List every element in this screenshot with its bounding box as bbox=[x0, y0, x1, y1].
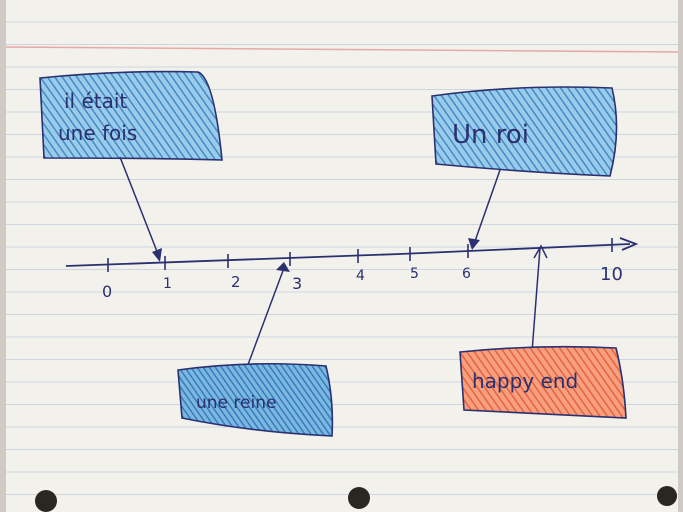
box-fill-blue bbox=[177, 362, 334, 437]
tick-label-10: 10 bbox=[600, 264, 623, 285]
box-happy-end: happy end bbox=[459, 345, 627, 419]
arrow-to-1 bbox=[119, 156, 159, 255]
tick-label-2: 2 bbox=[231, 273, 241, 291]
box-il-etait-une-fois: il était une fois bbox=[39, 70, 223, 161]
box-text: une reine bbox=[196, 393, 276, 413]
box-fill-blue bbox=[431, 86, 618, 177]
box-text-line2: une fois bbox=[58, 121, 137, 145]
paper-shadow-right bbox=[678, 0, 683, 512]
box-fill-blue bbox=[39, 70, 223, 161]
box-fill-red bbox=[459, 345, 627, 419]
box-un-roi: Un roi bbox=[431, 86, 618, 177]
box-text: happy end bbox=[472, 369, 578, 393]
box-text-line1: il était bbox=[64, 89, 127, 113]
arrowhead-3 bbox=[276, 262, 290, 272]
arrowhead-1 bbox=[152, 248, 162, 262]
arrow-to-3 bbox=[245, 267, 285, 371]
tick-label-6: 6 bbox=[462, 266, 471, 282]
arrowhead-6 bbox=[468, 238, 480, 250]
arrow-to-8 bbox=[531, 247, 541, 353]
binder-hole-left bbox=[35, 490, 57, 512]
tick-label-1: 1 bbox=[163, 276, 172, 292]
axis-line bbox=[65, 243, 631, 267]
arrowhead-8 bbox=[533, 244, 548, 259]
paper-shadow-left bbox=[0, 0, 6, 512]
binder-hole-right bbox=[657, 486, 677, 506]
timeline-axis: 0 1 2 3 4 5 6 10 bbox=[65, 237, 639, 301]
binder-hole-center bbox=[348, 487, 370, 509]
tick-label-0: 0 bbox=[102, 282, 112, 301]
tick-label-5: 5 bbox=[410, 266, 419, 282]
margin-line bbox=[5, 46, 679, 53]
box-text: Un roi bbox=[452, 120, 529, 150]
arrow-to-6 bbox=[473, 169, 501, 245]
tick-label-4: 4 bbox=[356, 268, 365, 284]
tick-label-3: 3 bbox=[292, 274, 302, 293]
box-une-reine: une reine bbox=[177, 362, 334, 437]
axis-arrowhead bbox=[619, 237, 639, 251]
